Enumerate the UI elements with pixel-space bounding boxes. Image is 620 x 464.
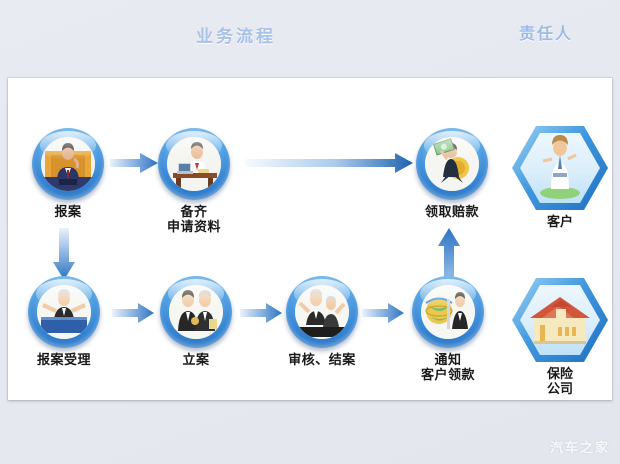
flow-diagram-title: 业务流程 bbox=[196, 27, 276, 46]
arrow-notify-to-collect bbox=[437, 228, 461, 284]
arrow-report-to-acceptance bbox=[52, 228, 76, 280]
flow-node-review-close[interactable]: 审核、结案 bbox=[276, 276, 368, 367]
flow-node-label: 领取赔款 bbox=[424, 204, 479, 219]
responsible-party-title: 责任人 bbox=[519, 26, 574, 43]
arrow-prepare-to-collect bbox=[245, 152, 413, 174]
house-building-icon bbox=[520, 285, 600, 355]
node-circle bbox=[32, 128, 104, 200]
flow-node-collect-payment[interactable]: 领取赔款 bbox=[406, 128, 498, 219]
flow-node-prepare-materials[interactable]: 备齐 申请资料 bbox=[148, 128, 240, 234]
two-men-talking-icon bbox=[169, 285, 223, 339]
flow-node-label: 立案 bbox=[182, 352, 210, 367]
site-watermark: 汽车之家 bbox=[549, 440, 610, 455]
arrow-report-to-prepare bbox=[110, 152, 158, 174]
owner-node-customer[interactable]: 客户 bbox=[508, 126, 612, 229]
flow-node-label: 报案 bbox=[54, 204, 82, 219]
two-men-cheering-icon bbox=[295, 285, 349, 339]
node-circle bbox=[158, 128, 230, 200]
owner-node-label: 客户 bbox=[546, 214, 573, 229]
man-on-phone-icon bbox=[41, 137, 95, 191]
owner-node-label: 保险 公司 bbox=[546, 366, 573, 396]
node-circle bbox=[412, 276, 484, 348]
arrow-file-to-review bbox=[240, 302, 282, 324]
arrow-acceptance-to-file bbox=[112, 302, 154, 324]
node-circle bbox=[160, 276, 232, 348]
hexagon-shape bbox=[512, 278, 608, 362]
flow-node-label: 报案受理 bbox=[36, 352, 91, 367]
node-circle bbox=[28, 276, 100, 348]
agent-at-counter-icon bbox=[37, 285, 91, 339]
flow-node-label: 审核、结案 bbox=[288, 352, 356, 367]
globe-and-man-icon bbox=[421, 285, 475, 339]
flow-node-case-acceptance[interactable]: 报案受理 bbox=[18, 276, 110, 367]
clerk-at-desk-icon bbox=[167, 137, 221, 191]
node-circle bbox=[416, 128, 488, 200]
flow-node-label: 备齐 申请资料 bbox=[166, 204, 221, 234]
flowchart-canvas bbox=[8, 78, 612, 400]
arrow-review-to-notify bbox=[362, 302, 404, 324]
customer-person-icon bbox=[520, 133, 600, 203]
flow-node-label: 通知 客户领款 bbox=[420, 352, 475, 382]
hexagon-shape bbox=[512, 126, 608, 210]
man-holding-cash-icon bbox=[425, 137, 479, 191]
flow-node-file-case[interactable]: 立案 bbox=[150, 276, 242, 367]
flow-node-report[interactable]: 报案 bbox=[22, 128, 114, 219]
owner-node-insurance-company[interactable]: 保险 公司 bbox=[508, 278, 612, 396]
flow-node-notify-customer[interactable]: 通知 客户领款 bbox=[402, 276, 494, 382]
node-circle bbox=[286, 276, 358, 348]
